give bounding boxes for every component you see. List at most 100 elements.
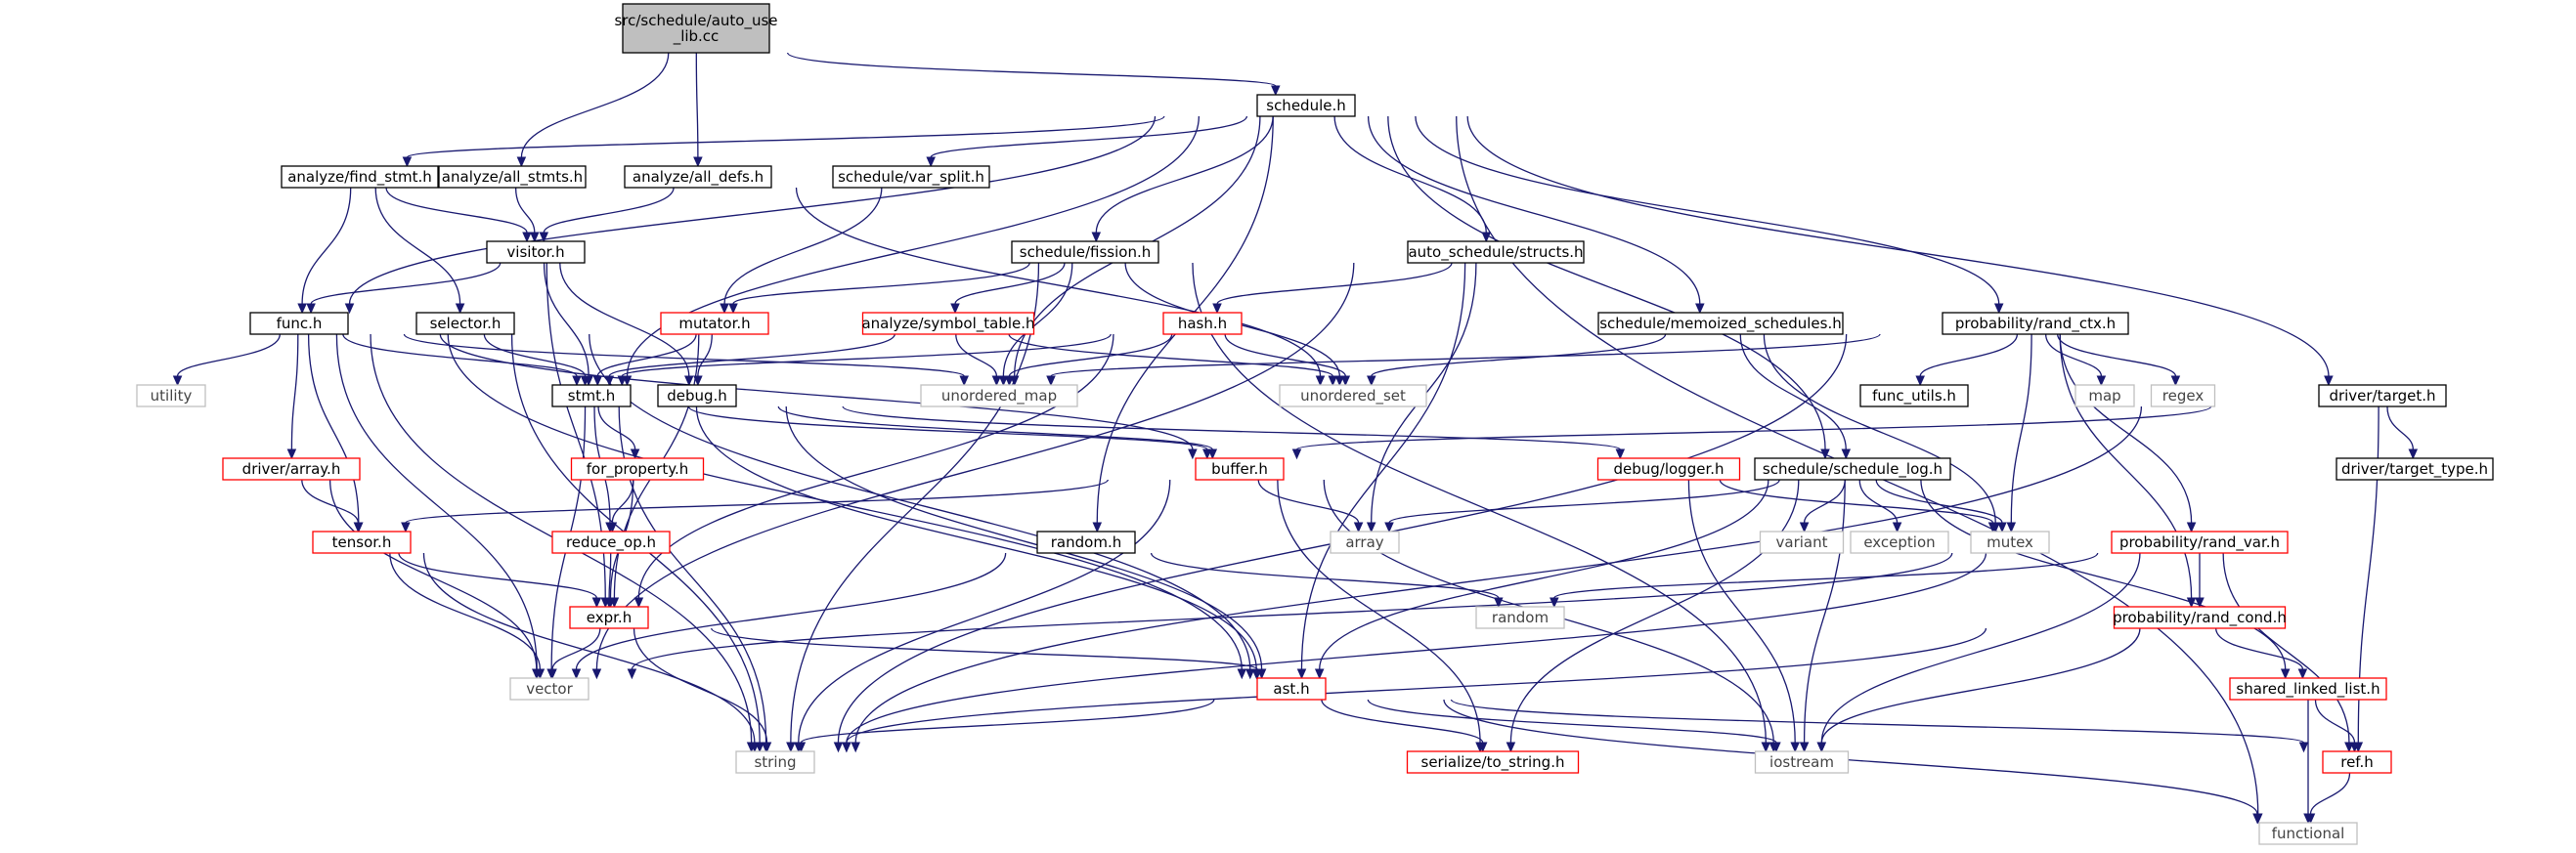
edge-line — [1388, 479, 1780, 524]
node-shared_linked_list[interactable]: shared_linked_list.h — [2229, 677, 2387, 701]
edge-arrowhead — [1296, 668, 1307, 680]
node-buffer[interactable]: buffer.h — [1195, 457, 1285, 481]
edge-all_defs-to-visitor — [539, 187, 675, 243]
edge-rand_cond-to-iostream — [1816, 627, 2141, 753]
edge-line — [2059, 333, 2193, 524]
node-random_h[interactable]: random.h — [1036, 531, 1136, 554]
edge-line — [551, 627, 601, 670]
edge-arrowhead — [580, 375, 590, 387]
edge-arrowhead — [604, 375, 615, 387]
edge-target-to-target_type — [2386, 405, 2419, 460]
edge-find_stmt-to-visitor — [385, 187, 532, 243]
node-func_utils[interactable]: func_utils.h — [1859, 384, 1969, 407]
edge-line — [1224, 333, 1346, 377]
edge-schedule_log-to-to_string — [1506, 479, 1800, 753]
node-driver_array[interactable]: driver/array.h — [222, 457, 361, 481]
node-func_h[interactable]: func.h — [249, 312, 349, 335]
edge-arrowhead — [353, 522, 364, 533]
edge-line — [795, 187, 1322, 377]
node-to_string[interactable]: serialize/to_string.h — [1406, 750, 1580, 774]
edge-line — [389, 552, 542, 670]
edge-rand_cond-to-string — [842, 627, 1987, 753]
node-box — [1942, 312, 2129, 335]
node-box — [1850, 531, 1949, 554]
edge-line — [348, 115, 1157, 305]
node-target_type[interactable]: driver/target_type.h — [2336, 457, 2494, 481]
edge-line — [597, 405, 636, 450]
edge-line — [2222, 552, 2350, 744]
edge-line — [1466, 115, 2330, 377]
node-stmt[interactable]: stmt.h — [551, 384, 632, 407]
edge-line — [335, 333, 538, 670]
edge-shared_linked_list-to-ref — [2314, 699, 2360, 753]
node-box — [1970, 531, 2050, 554]
edge-arrowhead — [693, 156, 703, 168]
edge-tensor-to-expr — [398, 552, 602, 609]
node-ast[interactable]: ast.h — [1256, 677, 1327, 701]
edge-line — [1875, 479, 2003, 524]
node-selector[interactable]: selector.h — [415, 312, 515, 335]
edge-line — [483, 333, 587, 377]
node-label: string — [754, 753, 796, 771]
node-label: probability/rand_cond.h — [2113, 609, 2287, 627]
node-logger[interactable]: debug/logger.h — [1596, 457, 1741, 481]
edge-arrowhead — [693, 375, 703, 387]
edge-reduce_op-to-expr — [604, 552, 614, 609]
edge-arrowhead — [1004, 375, 1015, 387]
node-visitor[interactable]: visitor.h — [486, 240, 586, 264]
node-box — [2111, 531, 2289, 554]
node-root: src/schedule/auto_use_lib.cc — [614, 3, 778, 54]
edge-expr-to-vector — [547, 627, 601, 680]
node-expr[interactable]: expr.h — [569, 606, 649, 629]
node-find_stmt[interactable]: analyze/find_stmt.h — [281, 165, 439, 189]
node-all_stmts[interactable]: analyze/all_stmts.h — [438, 165, 587, 189]
node-label: unordered_map — [941, 387, 1057, 405]
node-label: driver/target.h — [2329, 387, 2435, 405]
node-schedule_log[interactable]: schedule/schedule_log.h — [1754, 457, 1951, 481]
node-structs[interactable]: auto_schedule/structs.h — [1407, 240, 1585, 264]
edge-arrowhead — [1841, 448, 1852, 460]
node-memoized[interactable]: schedule/memoized_schedules.h — [1597, 312, 1844, 335]
node-all_defs[interactable]: analyze/all_defs.h — [624, 165, 772, 189]
edge-arrowhead — [1615, 448, 1626, 460]
node-reduce_op[interactable]: reduce_op.h — [551, 531, 671, 554]
node-box — [551, 384, 632, 407]
node-rand_cond[interactable]: probability/rand_cond.h — [2113, 606, 2287, 629]
node-fission[interactable]: schedule/fission.h — [1011, 240, 1159, 264]
node-var_split[interactable]: schedule/var_split.h — [832, 165, 990, 189]
edge-find_stmt-to-selector — [374, 187, 465, 315]
edge-arrowhead — [1915, 375, 1925, 387]
node-ref[interactable]: ref.h — [2322, 750, 2392, 774]
edge-arrowhead — [1092, 522, 1103, 533]
node-label: src/schedule/auto_use — [614, 12, 777, 30]
node-symbol_table[interactable]: analyze/symbol_table.h — [861, 312, 1035, 335]
edge-line — [621, 333, 1112, 377]
edge-line — [842, 405, 1621, 450]
node-box — [1162, 312, 1243, 335]
node-rand_var[interactable]: probability/rand_var.h — [2111, 531, 2289, 554]
node-box — [622, 3, 770, 54]
node-box — [861, 312, 1035, 335]
edge-line — [514, 187, 536, 234]
node-hash[interactable]: hash.h — [1162, 312, 1243, 335]
node-target[interactable]: driver/target.h — [2318, 384, 2447, 407]
node-mutator[interactable]: mutator.h — [660, 312, 769, 335]
edge-rand_var-to-rand_cond — [2195, 553, 2205, 609]
edge-line — [687, 405, 1208, 450]
edge-arrowhead — [1237, 668, 1247, 680]
edge-tensor-to-string — [422, 552, 760, 753]
edge-arrowhead — [1997, 522, 2007, 533]
edge-fission-to-mutator — [728, 262, 1030, 315]
node-for_property[interactable]: for_property.h — [570, 457, 705, 481]
edge-line — [1008, 333, 1333, 377]
edge-line — [447, 333, 1243, 670]
node-debug[interactable]: debug.h — [657, 384, 737, 407]
node-tensor[interactable]: tensor.h — [312, 531, 412, 554]
node-box — [249, 312, 349, 335]
node-label: random — [1492, 609, 1549, 626]
node-rand_ctx[interactable]: probability/rand_ctx.h — [1942, 312, 2129, 335]
edge-structs-to-hash — [1212, 262, 1453, 315]
node-box — [1011, 240, 1159, 264]
edge-line — [307, 333, 360, 524]
node-schedule_h[interactable]: schedule.h — [1256, 94, 1356, 117]
